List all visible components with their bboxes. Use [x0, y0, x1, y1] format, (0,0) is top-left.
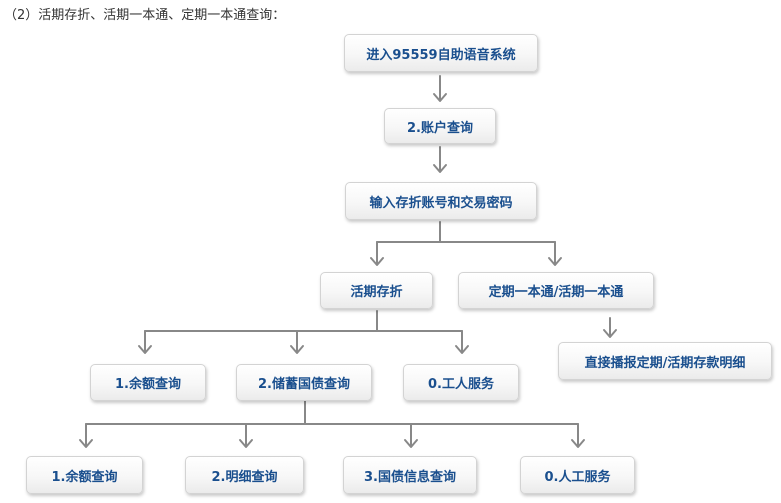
arrow-down-icon	[433, 164, 447, 173]
arrow-down-icon	[433, 93, 447, 102]
arrow-down-icon	[239, 439, 253, 448]
node-start-ivr[interactable]: 进入95559自助语音系统	[344, 34, 538, 72]
arrow-down-icon	[290, 345, 304, 354]
node-account-query[interactable]: 2.账户查询	[384, 108, 496, 144]
arrow-down-icon	[603, 329, 617, 338]
node-broadcast-details[interactable]: 直接播报定期/活期存款明细	[558, 342, 772, 380]
node-enter-password[interactable]: 输入存折账号和交易密码	[345, 182, 537, 220]
arrow-down-icon	[79, 439, 93, 448]
node-bond-agent[interactable]: 0.人工服务	[520, 456, 635, 494]
arrow-down-icon	[138, 345, 152, 354]
arrow-down-icon	[548, 257, 562, 266]
node-passbook-balance[interactable]: 1.余额查询	[90, 364, 206, 401]
section-heading: （2）活期存折、活期一本通、定期一本通查询：	[4, 8, 286, 23]
node-bond-balance[interactable]: 1.余额查询	[26, 456, 143, 494]
arrow-down-icon	[571, 439, 585, 448]
arrow-down-icon	[370, 257, 384, 266]
arrow-down-icon	[404, 439, 418, 448]
node-current-passbook[interactable]: 活期存折	[320, 272, 433, 309]
node-bond-info[interactable]: 3.国债信息查询	[343, 456, 477, 494]
node-bond-details[interactable]: 2.明细查询	[185, 456, 304, 494]
node-fixed-current-passbook[interactable]: 定期一本通/活期一本通	[458, 272, 654, 309]
node-passbook-bond-query[interactable]: 2.储蓄国债查询	[236, 364, 372, 401]
arrow-down-icon	[455, 345, 469, 354]
node-passbook-agent[interactable]: 0.工人服务	[403, 364, 519, 401]
